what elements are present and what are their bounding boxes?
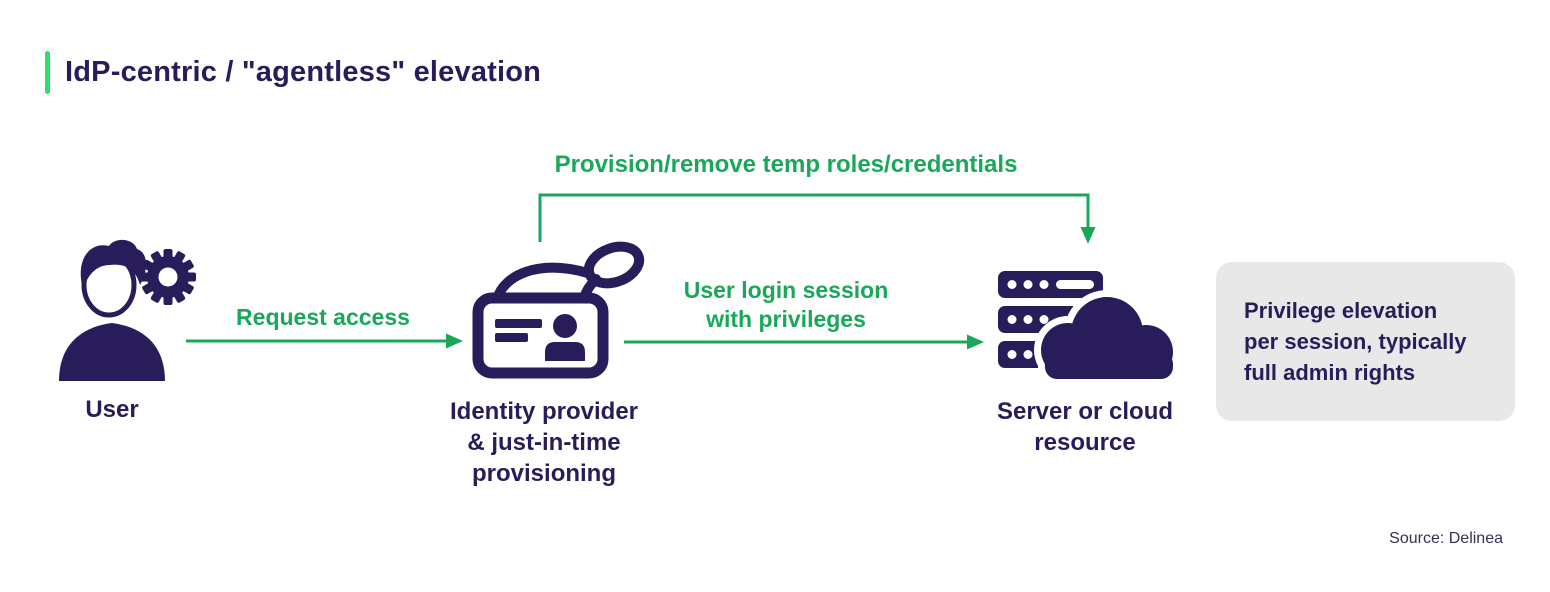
- request-access-label-line: Request access: [236, 304, 410, 330]
- request-access-label: Request access: [236, 303, 410, 332]
- title-accent-bar: [45, 51, 50, 94]
- identity-provider-label-line: Identity provider: [449, 398, 639, 425]
- source-attribution: Source: Delinea: [1389, 530, 1503, 547]
- login-session-arrow: [624, 334, 984, 350]
- identity-provider-label-line: & just-in-time: [467, 429, 621, 456]
- callout-line: full admin rights: [1244, 360, 1416, 385]
- login-session-label-line: User login session: [683, 277, 889, 303]
- login-session-label-line: with privileges: [706, 306, 866, 332]
- provision-remove-label-line: Provision/remove temp roles/credentials: [554, 151, 1018, 178]
- identity-provider-label-line: provisioning: [472, 460, 616, 487]
- request-access-arrow: [186, 333, 463, 349]
- login-session-label: User login session with privileges: [684, 276, 889, 334]
- identity-provider-label: Identity provider & just-in-time provisi…: [450, 396, 638, 489]
- page-title: IdP-centric / "agentless" elevation: [65, 56, 542, 88]
- server-cloud-label: Server or cloud resource: [997, 396, 1173, 458]
- user-label-line: User: [85, 396, 139, 423]
- callout-line: Privilege elevation: [1244, 298, 1438, 323]
- id-badge-icon: [472, 241, 645, 379]
- server-cloud-icon: [998, 271, 1180, 386]
- server-cloud-label-line: resource: [1034, 429, 1136, 456]
- server-cloud-label-line: Server or cloud: [996, 398, 1174, 425]
- callout-line: per session, typically: [1244, 329, 1467, 354]
- user-gear-icon: [59, 239, 196, 381]
- provision-remove-label: Provision/remove temp roles/credentials: [555, 150, 1018, 179]
- user-label: User: [85, 394, 138, 425]
- privilege-elevation-callout: Privilege elevation per session, typical…: [1216, 262, 1515, 421]
